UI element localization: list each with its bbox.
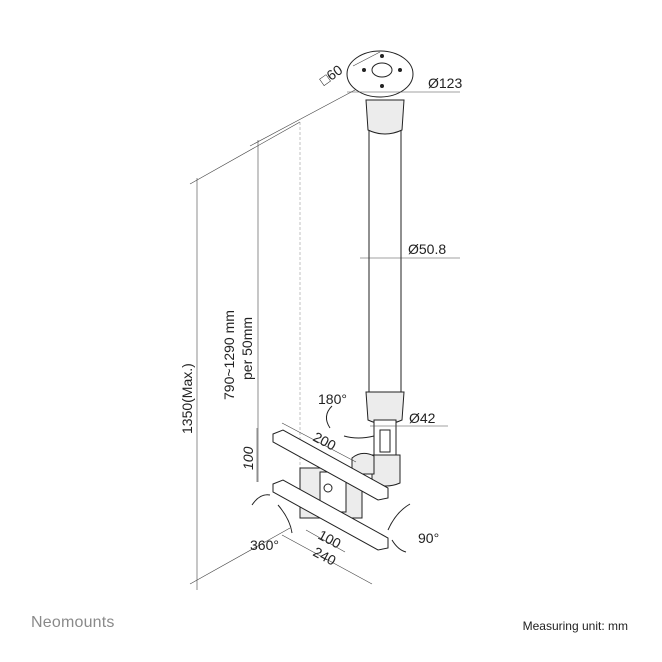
tilt-arrow-icon: [391, 539, 407, 553]
vesa-height-label: 100: [240, 446, 256, 470]
swivel-arrow-icon: [251, 494, 271, 506]
tilt-arrow-icon: [387, 503, 411, 531]
pole: [365, 99, 405, 487]
height-step-label: per 50mm: [239, 317, 255, 380]
lower-pole-diameter-label: Ø42: [409, 410, 436, 426]
measuring-unit: Measuring unit: mm: [522, 619, 628, 633]
max-height-label: 1350(Max.): [179, 363, 195, 434]
height-range-label: 790~1290 mm: [221, 310, 237, 400]
swivel-arrow-icon: [277, 504, 293, 534]
rotation-top-label: 180°: [318, 391, 347, 407]
rotation-swivel-label: 360°: [250, 537, 279, 553]
pole-diameter-label: Ø50.8: [408, 241, 446, 257]
plate-square-label: □60: [317, 61, 346, 88]
plate-diameter-label: Ø123: [428, 75, 462, 91]
rotate-arrow-icon: [343, 435, 375, 439]
max-height-dimension: 1350(Max.): [179, 121, 301, 590]
brand-logo: Neomounts: [31, 614, 115, 631]
vesa-bracket: [272, 429, 389, 551]
rotate-arrow-icon: [326, 405, 333, 429]
tilt-label: 90°: [418, 530, 439, 546]
height-range-dimension: 790~1290 mm per 50mm: [221, 81, 371, 510]
ceiling-plate: Ø123 □60: [317, 50, 462, 98]
